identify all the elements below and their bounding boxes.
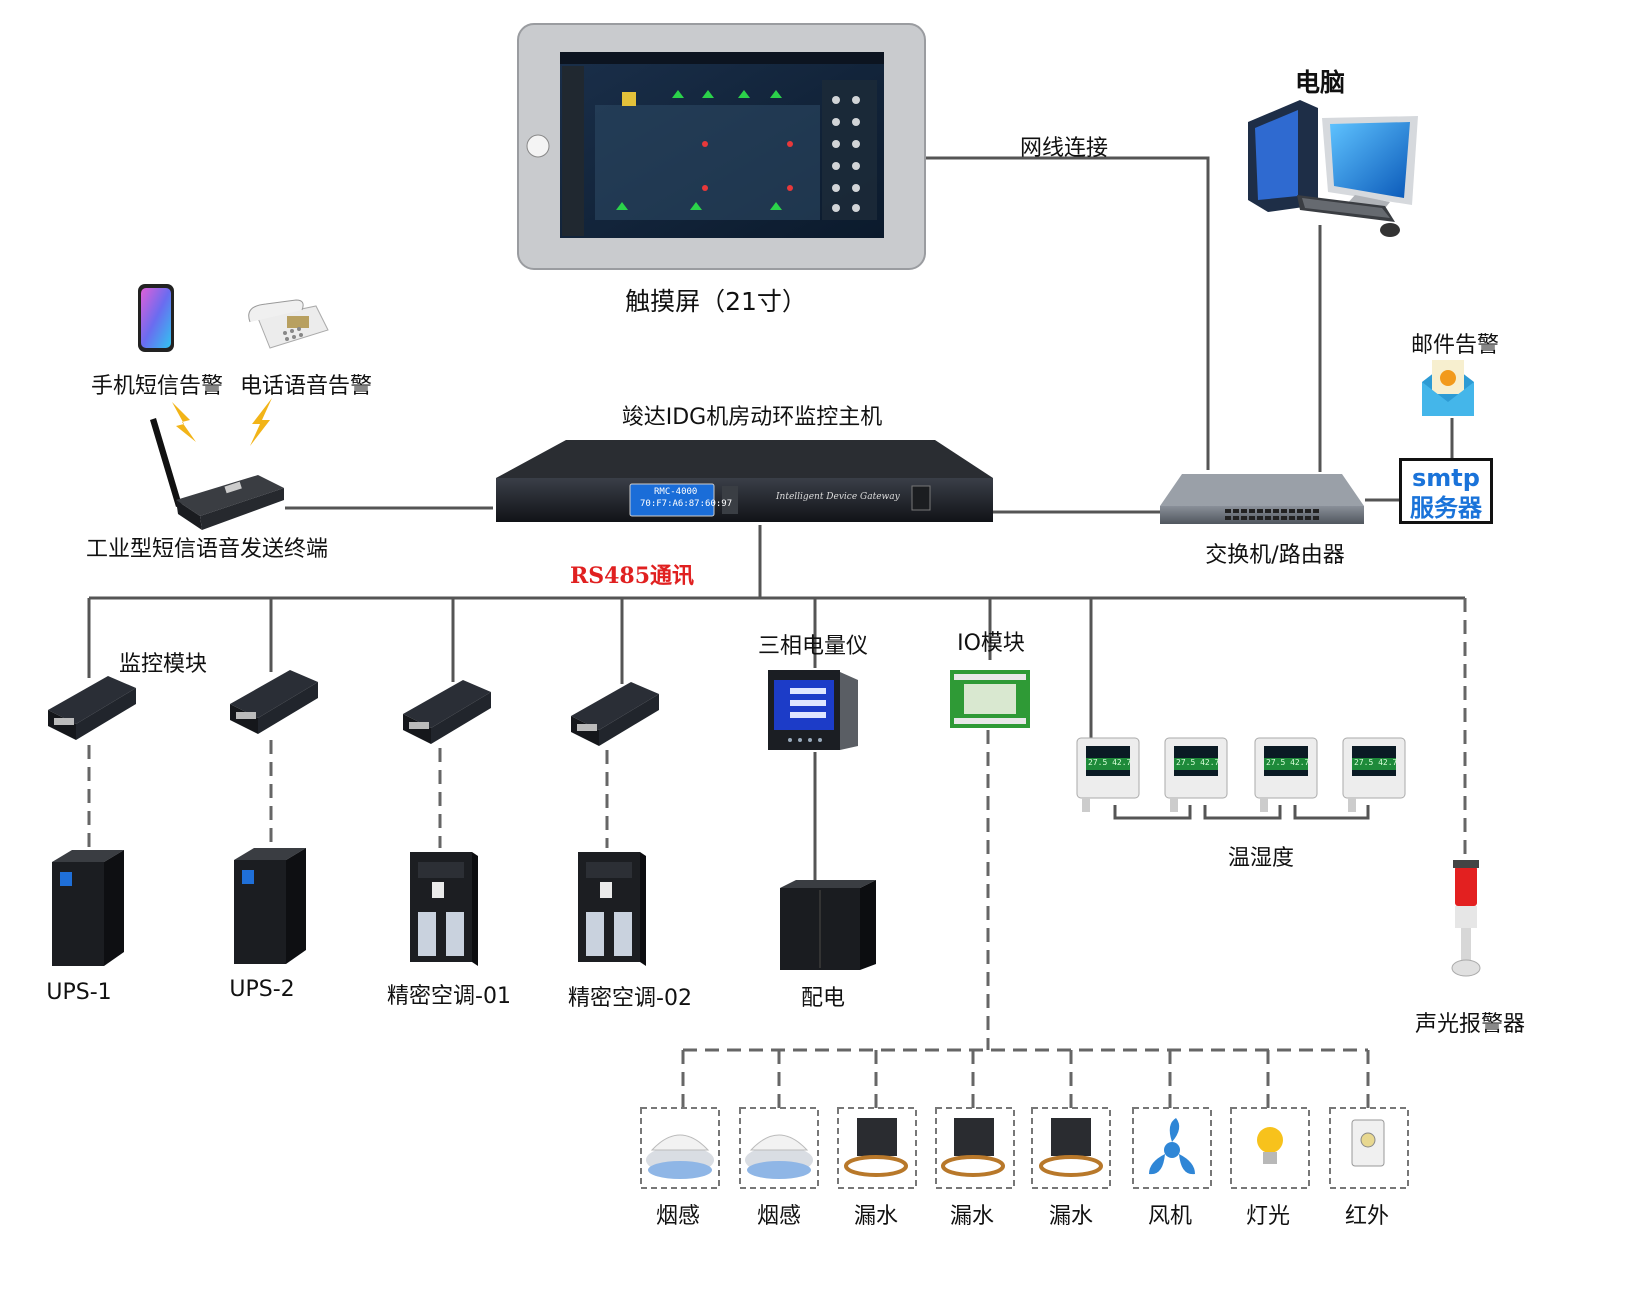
sensor-box	[837, 1107, 917, 1189]
connections	[87, 156, 1465, 880]
host-lcd-line1: RMC-4000	[654, 487, 698, 497]
sensor-label: 漏水	[853, 1204, 899, 1229]
sensor-box	[1132, 1107, 1212, 1189]
touch-to-switch-line	[925, 156, 1210, 470]
sensor-label: 灯光	[1245, 1204, 1291, 1229]
light-bulb-icon	[1257, 1127, 1283, 1164]
monitor-module-label: 监控模块	[118, 652, 208, 677]
sensor-label: 烟感	[756, 1204, 802, 1229]
host-brand-text: Intelligent Device Gateway	[776, 492, 900, 502]
smoke-detector-icon	[646, 1134, 714, 1179]
lightning-icon	[172, 402, 196, 442]
power-distribution-icon	[780, 880, 876, 970]
sensor-label: 风机	[1147, 1204, 1193, 1229]
host-title-label: 竣达IDG机房动环监控主机	[621, 405, 883, 430]
sensor-box	[935, 1107, 1015, 1189]
power-dist-label: 配电	[800, 986, 846, 1011]
sensor-box	[1031, 1107, 1111, 1189]
sensor-box	[640, 1107, 720, 1189]
monitor-module-icon	[230, 670, 318, 734]
alarm-beacon-icon	[1451, 860, 1481, 977]
touchscreen-tablet	[517, 23, 926, 270]
water-leak-sensor-icon	[1039, 1118, 1103, 1177]
ac2-label: 精密空调-02	[568, 986, 692, 1011]
smtp-line1: smtp	[1412, 464, 1480, 492]
water-leak-sensor-icon	[844, 1118, 908, 1177]
infrared-sensor-icon	[1351, 1119, 1385, 1167]
th-display: 27.5 42.7	[1354, 758, 1398, 767]
monitor-module-icon	[403, 680, 491, 744]
rs485-label: RS485通讯	[569, 563, 695, 589]
host-lcd-line2: 70:F7:A6:87:60:97	[640, 499, 733, 509]
dashed-connections	[87, 598, 1467, 1108]
ac1-label: 精密空调-01	[387, 984, 511, 1009]
sensor-box	[1230, 1107, 1310, 1189]
monitor-module-icon	[48, 676, 136, 740]
sms-alarm-label: 手机短信告警	[90, 374, 224, 399]
power-meter-label: 三相电量仪	[757, 634, 869, 659]
monitor-module-icon	[571, 682, 659, 746]
smtp-server-box: smtp 服务器	[1399, 458, 1493, 524]
sms-terminal-label: 工业型短信语音发送终端	[85, 537, 329, 562]
email-envelope-icon	[1422, 360, 1474, 416]
switch-router-icon	[1160, 474, 1364, 524]
sensor-label: 烟感	[655, 1204, 701, 1229]
network-link-label: 网线连接	[1019, 136, 1109, 161]
sensor-label: 漏水	[949, 1204, 995, 1229]
ups2-label: UPS-2	[229, 977, 295, 1002]
th-display: 27.5 42.7	[1266, 758, 1310, 767]
precision-ac-icon	[578, 852, 646, 966]
sound-light-alarm-label: 声光报警器	[1414, 1012, 1526, 1037]
host-lcd: RMC-4000 70:F7:A6:87:60:97	[640, 486, 732, 510]
water-leak-sensor-icon	[941, 1118, 1005, 1177]
temp-humidity-sensor-icon	[1342, 737, 1406, 812]
precision-ac-icon	[410, 852, 478, 966]
temp-humidity-label: 温湿度	[1227, 846, 1295, 871]
temp-humidity-sensor-icon	[1164, 737, 1228, 812]
smoke-detector-icon	[745, 1134, 813, 1179]
io-module-label: IO模块	[957, 631, 1025, 656]
ups-icon	[52, 850, 124, 966]
sensor-label: 漏水	[1048, 1204, 1094, 1229]
computer-icon	[1248, 100, 1418, 237]
ups1-label: UPS-1	[46, 980, 112, 1005]
smtp-line2: 服务器	[1410, 494, 1482, 522]
sensor-box	[1329, 1107, 1409, 1189]
io-module-icon	[950, 670, 1030, 728]
home-button-icon	[526, 134, 550, 158]
lightning-icon	[250, 398, 272, 446]
switch-router-label: 交换机/路由器	[1205, 543, 1345, 568]
telephone-icon	[248, 299, 329, 349]
monitoring-host-icon	[496, 440, 993, 522]
th-display: 27.5 42.7	[1088, 758, 1132, 767]
email-alarm-label: 邮件告警	[1410, 333, 1500, 358]
phone-alarm-label: 电话语音告警	[239, 374, 373, 399]
sensor-label: 红外	[1344, 1204, 1390, 1229]
temp-humidity-sensor-icon	[1254, 737, 1318, 812]
computer-label: 电脑	[1294, 68, 1346, 97]
touchscreen-label: 触摸屏（21寸）	[625, 287, 807, 316]
mobile-phone-icon	[138, 284, 174, 352]
sms-terminal-icon	[150, 418, 284, 530]
ups-icon	[234, 848, 306, 964]
sensor-box	[739, 1107, 819, 1189]
power-meter-icon	[768, 670, 858, 750]
fan-icon	[1149, 1118, 1195, 1175]
temp-humidity-sensor-icon	[1076, 737, 1140, 812]
th-display: 27.5 42.7	[1176, 758, 1220, 767]
